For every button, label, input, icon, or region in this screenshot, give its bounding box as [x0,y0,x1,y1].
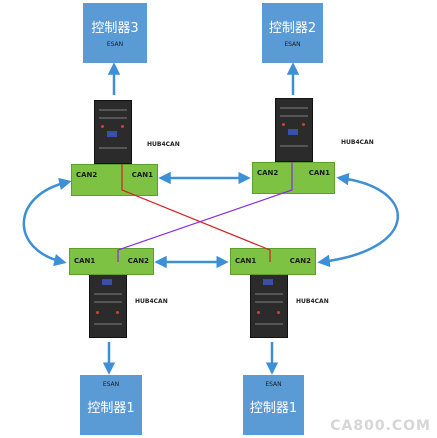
hub-label-bottom-right: HUB4CAN [296,298,329,305]
led-icon [263,279,273,285]
watermark: CA800.COM [330,418,431,434]
arrow-right-curve [317,172,399,268]
port-label-right: CAN2 [127,257,149,265]
port-label-right: CAN2 [289,257,311,265]
controller-1-right-label: 控制器1 [249,401,298,416]
controller-1-right-sub: ESAN [265,381,282,388]
hub-label-top-right: HUB4CAN [341,139,374,146]
cross-wire-red [121,164,271,262]
arrow-left-curve [22,177,72,267]
led-icon [107,131,117,137]
controller-3-label: 控制器3 [91,21,139,36]
led-icon [288,129,298,135]
controller-2-sub: ESAN [284,41,301,48]
controller-2-box: 控制器2 ESAN [262,3,323,63]
cross-wire-purple [117,162,293,262]
hub-device-bottom-right [250,270,288,338]
led-icon [102,279,112,285]
hub-device-top-left [94,100,132,164]
can-node-bottom-left: CAN1 CAN2 [69,248,154,275]
controller-1-right-box: ESAN 控制器1 [243,375,304,435]
port-label-left: CAN1 [235,257,257,265]
can-node-bottom-right: CAN1 CAN2 [230,248,316,275]
hub-label-bottom-left: HUB4CAN [135,298,168,305]
controller-2-label: 控制器2 [268,21,317,36]
can-node-top-left: CAN2 CAN1 [71,164,158,196]
controller-1-left-label: 控制器1 [87,401,135,416]
controller-1-left-sub: ESAN [102,381,120,388]
port-label-left: CAN2 [257,169,279,177]
controller-1-left-box: ESAN 控制器1 [80,375,142,435]
controller-3-box: 控制器3 ESAN [83,3,147,63]
controller-3-sub: ESAN [106,41,124,48]
hub-device-bottom-left [89,270,127,338]
port-label-right: CAN1 [131,171,153,179]
port-label-left: CAN1 [74,257,96,265]
port-label-left: CAN2 [76,171,98,179]
hub-device-top-right [275,98,313,162]
hub-label-top-left: HUB4CAN [147,141,180,148]
